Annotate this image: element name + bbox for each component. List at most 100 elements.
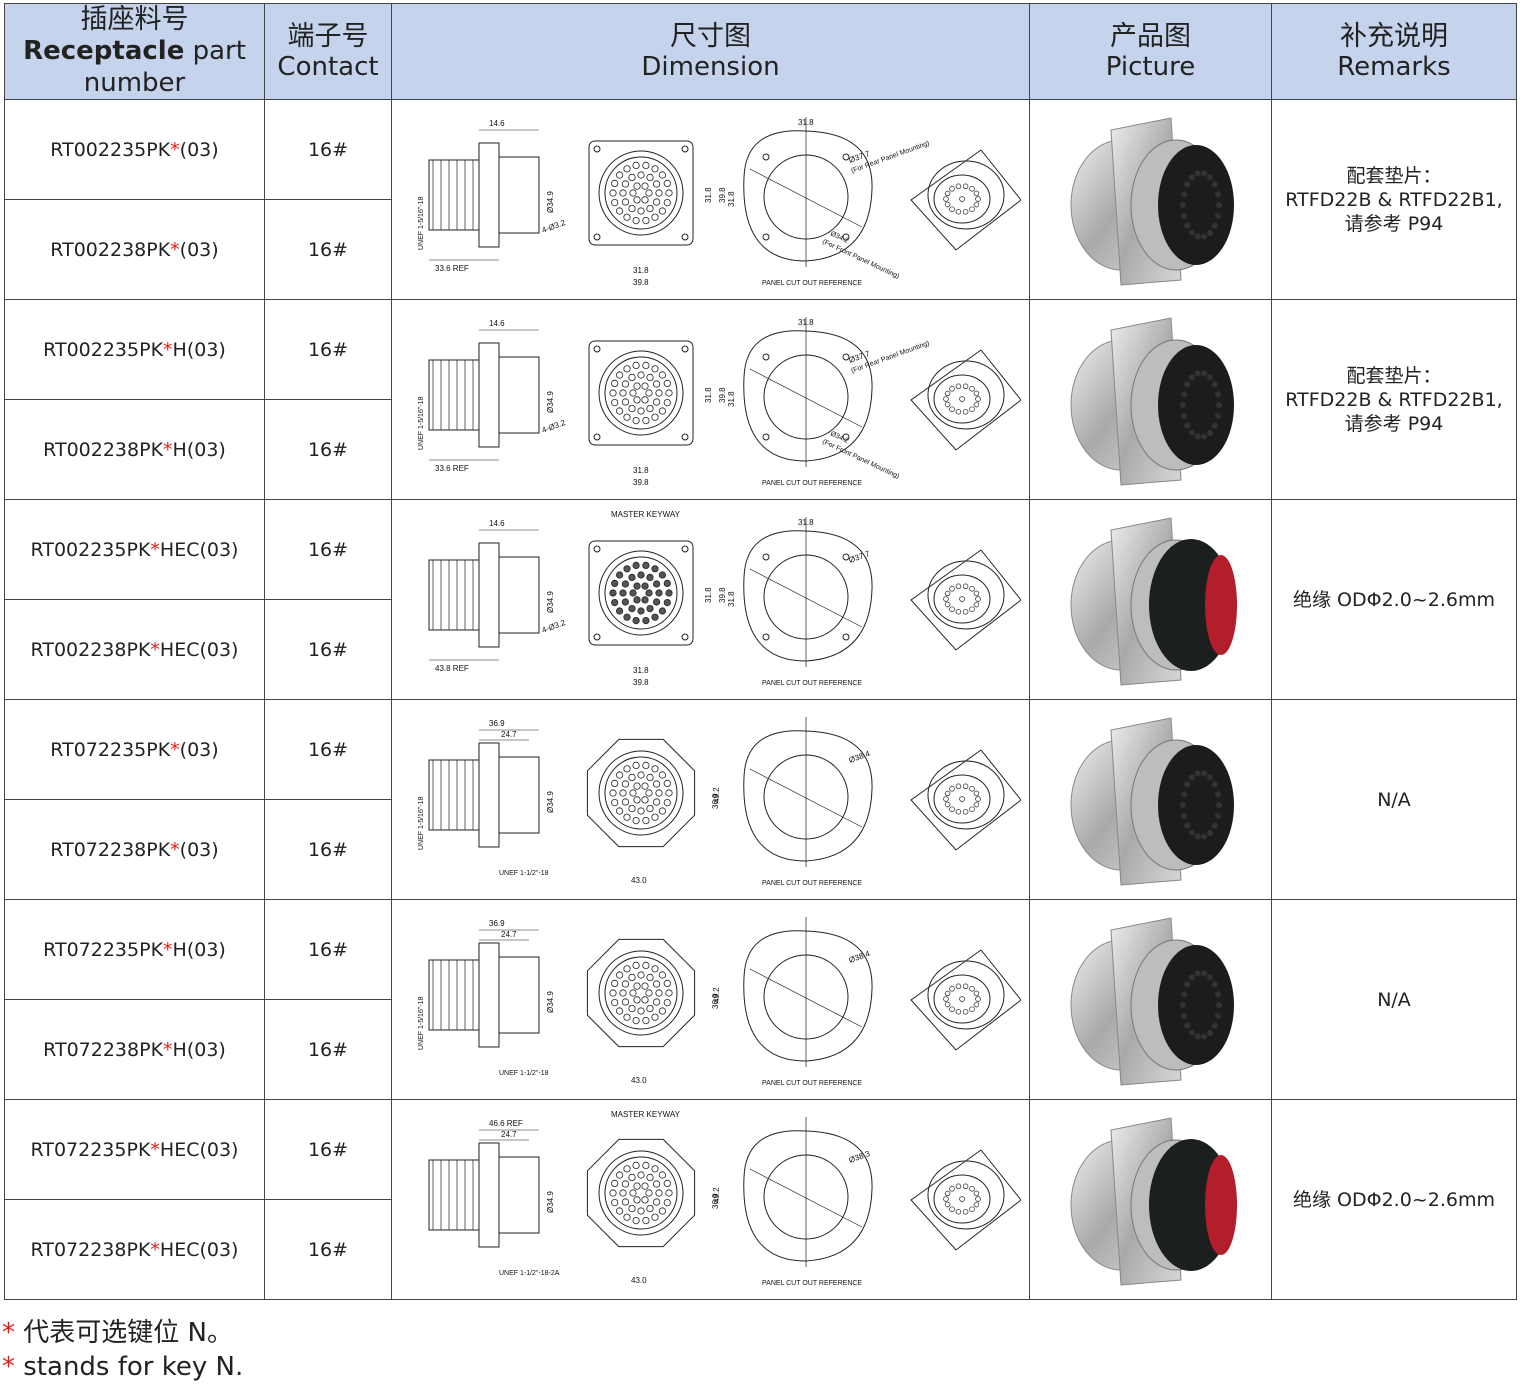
- contact-cell: 16#: [264, 99, 392, 200]
- holes-label: 4-Ø3.2: [540, 417, 567, 434]
- contact-cell: 16#: [264, 599, 392, 700]
- contact-cell: 16#: [264, 399, 392, 500]
- contact-cell: 16#: [264, 199, 392, 300]
- diameter-label: Ø34.9: [546, 190, 555, 212]
- picture-cell: [1029, 899, 1272, 1100]
- iso-sketch: [909, 148, 1021, 251]
- header-contact-zh: 端子号: [287, 20, 369, 52]
- part-number-prefix: RT072235PK: [43, 938, 164, 961]
- length2-label: 24.7: [501, 930, 517, 939]
- key-placeholder: *: [150, 1238, 160, 1261]
- table-row: RT002238PK*H(03)16#: [4, 399, 1517, 500]
- panel-cutout-label: PANEL CUT OUT REFERENCE: [762, 1080, 862, 1087]
- key-placeholder: *: [150, 1138, 160, 1161]
- part-number-cell: RT072235PK*(03): [4, 699, 265, 800]
- length2-label: 24.7: [501, 730, 517, 739]
- part-number-cell: RT002235PK*(03): [4, 99, 265, 200]
- thread2-label: UNEF 1-1/2"-18-2A: [499, 1270, 560, 1277]
- key-placeholder: *: [163, 1038, 173, 1061]
- flat-label: 43.0: [631, 1076, 647, 1085]
- contact-cell: 16#: [264, 299, 392, 400]
- header-remarks-zh: 补充说明: [1340, 20, 1448, 52]
- footnote-en: * stands for key N.: [2, 1352, 243, 1382]
- key-placeholder: *: [163, 438, 173, 461]
- length-label: 14.6: [489, 519, 505, 528]
- part-number-cell: RT072235PK*H(03): [4, 899, 265, 1000]
- table-row: RT072238PK*(03)16#: [4, 799, 1517, 900]
- part-number-prefix: RT072235PK: [30, 1138, 151, 1161]
- inner-vertical-label: 31.8: [704, 186, 713, 202]
- table-row: RT072238PK*HEC(03)16#: [4, 1199, 1517, 1300]
- remark-line: N/A: [1377, 988, 1411, 1011]
- part-number-cell: RT002235PK*H(03): [4, 299, 265, 400]
- cutout-vertical-label: 31.8: [727, 190, 736, 206]
- header-picture: 产品图 Picture: [1029, 3, 1272, 100]
- outer-label: 39.8: [633, 678, 649, 687]
- table-row: RT002238PK*HEC(03)16#: [4, 599, 1517, 700]
- inner-label: 31.8: [633, 466, 649, 475]
- remarks-cell: N/A: [1271, 699, 1517, 900]
- footnote-text: stands for key N.: [15, 1352, 244, 1382]
- header-dimension-en: Dimension: [641, 51, 780, 82]
- connector-photo: [1070, 716, 1234, 886]
- part-number-suffix: (03): [179, 238, 219, 261]
- header-contact-en: Contact: [277, 51, 379, 82]
- front-view: 43.049.2: [586, 938, 721, 1085]
- connector-photo: [1070, 316, 1234, 486]
- iso-sketch: [909, 948, 1021, 1051]
- thread-label: UNEF 1-5/16"-18: [418, 196, 425, 250]
- iso-sketch: [909, 348, 1021, 451]
- part-number-cell: RT072238PK*(03): [4, 799, 265, 900]
- contact-cell: 16#: [264, 1099, 392, 1200]
- table-row: RT072238PK*H(03)16#: [4, 999, 1517, 1100]
- part-number-suffix: H(03): [172, 438, 226, 461]
- part-number-cell: RT002238PK*H(03): [4, 399, 265, 500]
- header-dimension-zh: 尺寸图: [670, 20, 751, 52]
- picture-cell: [1029, 1099, 1272, 1300]
- part-number-prefix: RT002235PK: [50, 138, 171, 161]
- holes-label: 4-Ø3.2: [540, 217, 567, 234]
- part-number-cell: RT072235PK*HEC(03): [4, 1099, 265, 1200]
- inner-vertical-label: 31.8: [704, 586, 713, 602]
- outer-label: 39.8: [633, 278, 649, 287]
- remarks-cell: 绝缘 ODΦ2.0~2.6mm: [1271, 1099, 1517, 1300]
- cutout-d2-note: (For Front Panel Mounting): [821, 238, 900, 280]
- header-picture-en: Picture: [1105, 51, 1196, 82]
- part-number-prefix: RT002238PK: [30, 638, 151, 661]
- keyway-label: MASTER KEYWAY: [611, 510, 681, 519]
- part-number-suffix: (03): [179, 738, 219, 761]
- contact-cell: 16#: [264, 499, 392, 600]
- cutout-height-label: 36.9: [711, 792, 720, 808]
- part-number-suffix: HEC(03): [159, 1138, 239, 1161]
- header-part-number: 插座料号 Receptacle part number: [4, 3, 265, 100]
- remarks-cell: 绝缘 ODΦ2.0~2.6mm: [1271, 499, 1517, 700]
- remark-line: 绝缘 ODΦ2.0~2.6mm: [1293, 588, 1495, 611]
- part-number-prefix: RT072238PK: [50, 838, 171, 861]
- picture-cell: [1029, 499, 1272, 700]
- header-part-en-bold: Receptacle: [23, 35, 185, 66]
- key-placeholder: *: [170, 238, 180, 261]
- cutout-vertical-label: 31.8: [727, 590, 736, 606]
- iso-sketch: [909, 1148, 1021, 1251]
- iso-sketch: [909, 548, 1021, 651]
- panel-cutout-label: PANEL CUT OUT REFERENCE: [762, 880, 862, 887]
- part-number-cell: RT002235PK*HEC(03): [4, 499, 265, 600]
- flat-label: 43.0: [631, 1276, 647, 1285]
- diameter-label: Ø34.9: [546, 790, 555, 812]
- key-placeholder: *: [150, 538, 160, 561]
- part-number-prefix: RT002238PK: [50, 238, 171, 261]
